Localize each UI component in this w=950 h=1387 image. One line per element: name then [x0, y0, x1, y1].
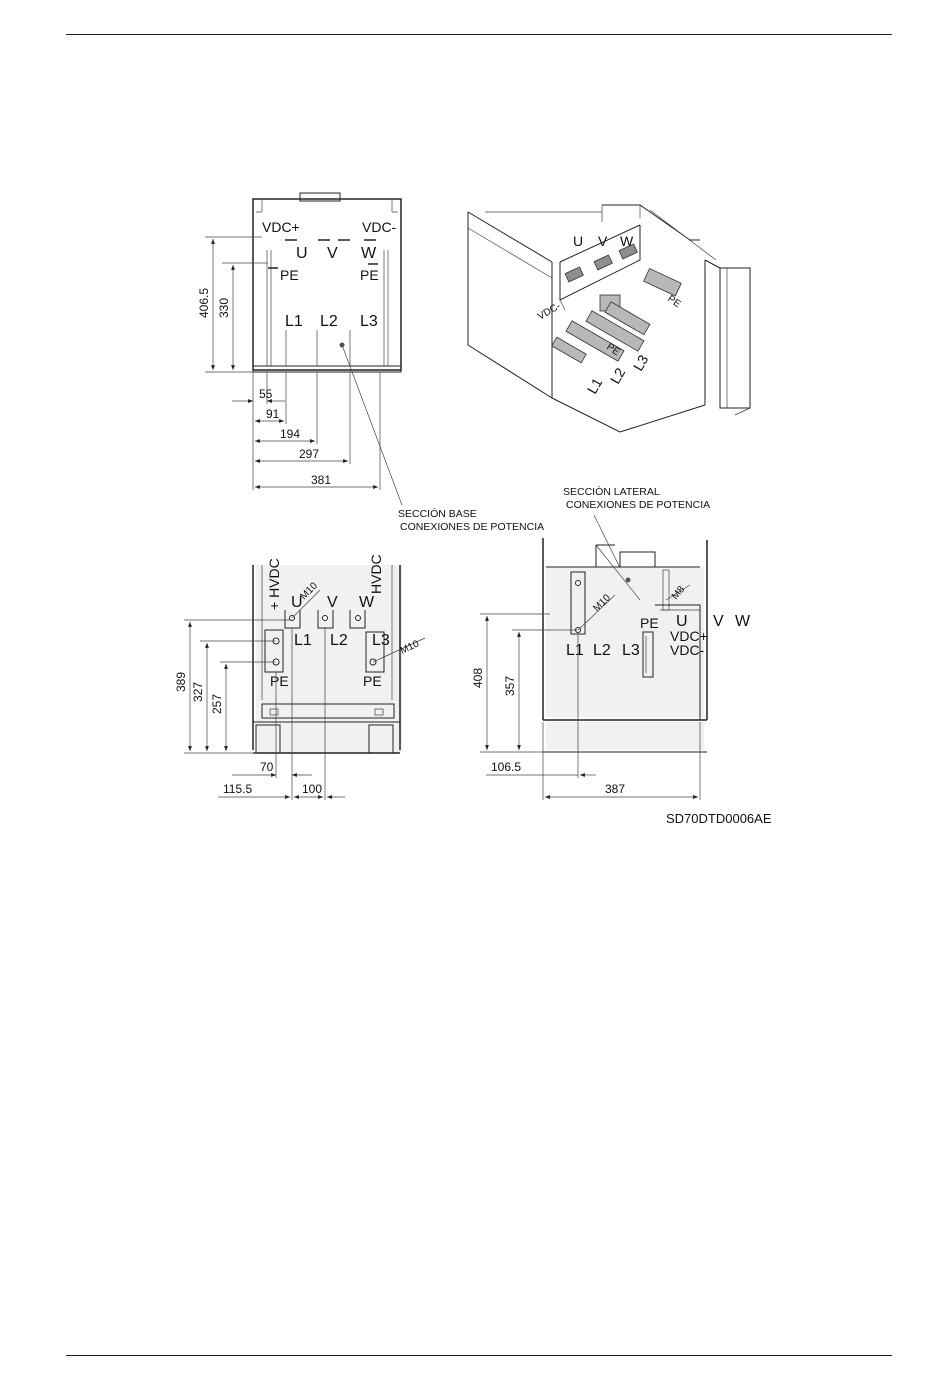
iso-view: U V W VDC- PE PE L1 L2 L3 [468, 205, 750, 432]
dim-389: 389 [174, 672, 188, 692]
dim-100: 100 [302, 782, 322, 796]
side-vdc-minus-label: VDC- [670, 642, 705, 658]
vdc-minus-label: VDC- [362, 219, 397, 235]
top-view: VDC+ VDC- U V W PE PE L1 L2 L3 406.5 330… [197, 193, 402, 505]
iso-pe-top-label: PE [665, 293, 683, 310]
dim-297: 297 [299, 447, 319, 461]
front-pe-left-label: PE [270, 673, 289, 689]
pe-right-label: PE [360, 267, 379, 283]
iso-l3-label: L3 [630, 352, 652, 374]
iso-l2-label: L2 [607, 365, 629, 387]
iso-w-label: W [620, 233, 634, 249]
dim-115: 115.5 [223, 782, 252, 796]
u-terminal-label: U [296, 245, 308, 262]
iso-u-label: U [573, 233, 583, 249]
front-view: + HVDC HVDC U V W L1 L2 L3 PE PE M10 M10… [174, 554, 425, 800]
dim-406: 406.5 [197, 288, 211, 318]
drawing-code: SD70DTD0006AE [666, 811, 772, 826]
front-l1-label: L1 [294, 632, 312, 649]
v-terminal-label: V [327, 245, 338, 262]
dim-330: 330 [217, 298, 231, 318]
dim-70: 70 [260, 760, 274, 774]
note-base-subtitle: CONEXIONES DE POTENCIA [400, 521, 544, 533]
dim-257: 257 [210, 694, 224, 714]
side-view: U V W VDC+ VDC- L1 L2 L3 PE M10 M8 408 3… [471, 538, 751, 800]
dim-387: 387 [605, 782, 625, 796]
side-w-label: W [735, 613, 751, 630]
hvdc-minus-label: HVDC [368, 554, 384, 594]
l2-label: L2 [320, 313, 338, 330]
note-base-title: SECCIÓN BASE [398, 507, 477, 520]
side-l3-label: L3 [622, 642, 640, 659]
pe-left-label: PE [280, 267, 299, 283]
front-l3-label: L3 [372, 632, 390, 649]
dim-327: 327 [191, 682, 205, 702]
dim-357: 357 [503, 676, 517, 696]
dim-91: 91 [266, 407, 280, 421]
iso-vdc-label: VDC- [536, 301, 563, 323]
vdc-plus-label: VDC+ [262, 219, 300, 235]
note-lateral-subtitle: CONEXIONES DE POTENCIA [566, 499, 710, 511]
side-pe-label: PE [640, 615, 659, 631]
side-v-label: V [713, 613, 724, 630]
front-pe-right-label: PE [363, 673, 382, 689]
dim-106: 106.5 [491, 760, 521, 774]
iso-v-label: V [598, 233, 608, 249]
l1-label: L1 [285, 313, 303, 330]
front-w-label: W [359, 594, 375, 611]
dim-408: 408 [471, 668, 485, 688]
iso-l1-label: L1 [584, 375, 606, 397]
dim-55: 55 [259, 387, 273, 401]
l3-label: L3 [360, 313, 378, 330]
side-l2-label: L2 [593, 642, 611, 659]
dim-381: 381 [311, 473, 331, 487]
hvdc-plus-label: + HVDC [266, 558, 282, 610]
w-terminal-label: W [361, 245, 377, 262]
dim-194: 194 [280, 427, 300, 441]
front-v-label: V [327, 594, 338, 611]
note-lateral-title: SECCIÓN LATERAL [563, 485, 660, 498]
front-l2-label: L2 [330, 632, 348, 649]
side-l1-label: L1 [566, 642, 584, 659]
